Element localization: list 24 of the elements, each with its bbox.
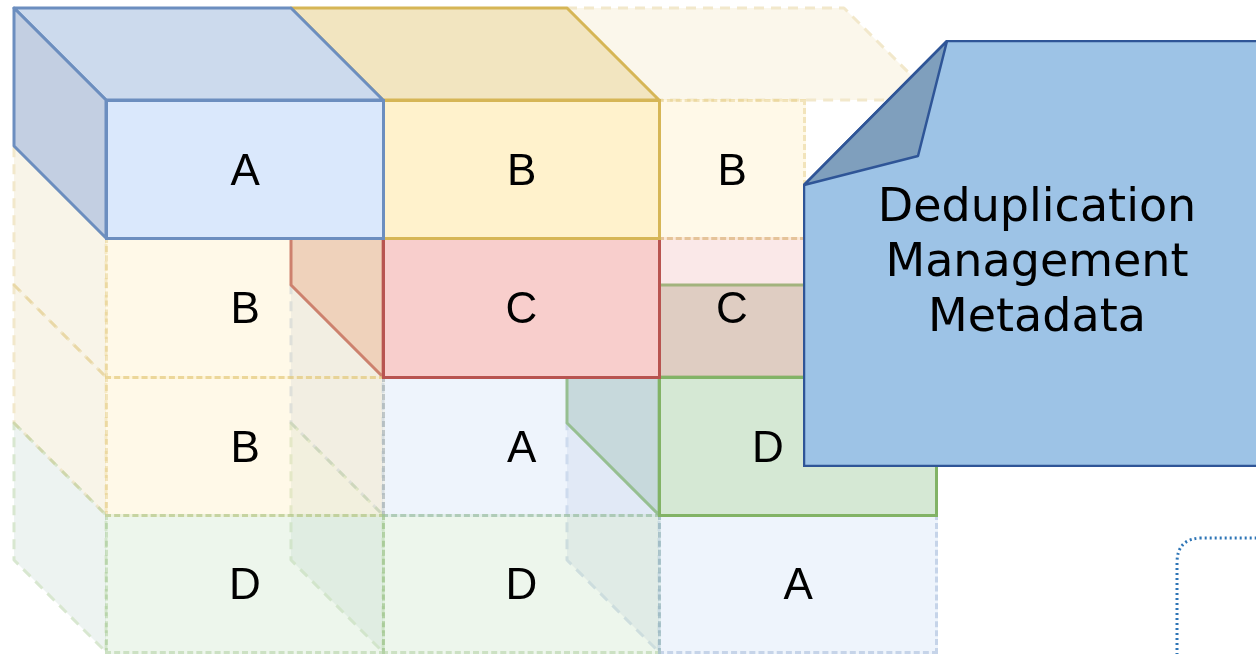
- cube-label: C: [505, 286, 538, 330]
- cube-label: D: [229, 562, 261, 606]
- cube-label: A: [230, 147, 260, 192]
- faded-cube-face: [658, 514, 938, 654]
- note-text: Deduplication Management Metadata: [876, 178, 1198, 344]
- cube-label: B: [230, 424, 260, 469]
- faded-cube-face: [105, 237, 385, 379]
- cube-label: C: [716, 286, 748, 330]
- faded-cube-face: [658, 99, 806, 240]
- cube-face: [382, 99, 661, 240]
- faded-cube-face: [105, 376, 385, 517]
- cube-label: B: [507, 147, 537, 192]
- faded-cube-face: [382, 514, 661, 654]
- cube-label: A: [783, 562, 813, 606]
- cube-face: [105, 99, 385, 240]
- faded-cube-face: [382, 376, 661, 517]
- cube-label: B: [230, 286, 260, 330]
- cube-label: A: [507, 424, 537, 469]
- cube-label: D: [752, 424, 784, 469]
- cube-face: [382, 237, 661, 379]
- faded-cube-face: [658, 237, 806, 379]
- cube-label: D: [505, 562, 538, 606]
- cube-label: B: [717, 147, 747, 192]
- faded-cube-face: [105, 514, 385, 654]
